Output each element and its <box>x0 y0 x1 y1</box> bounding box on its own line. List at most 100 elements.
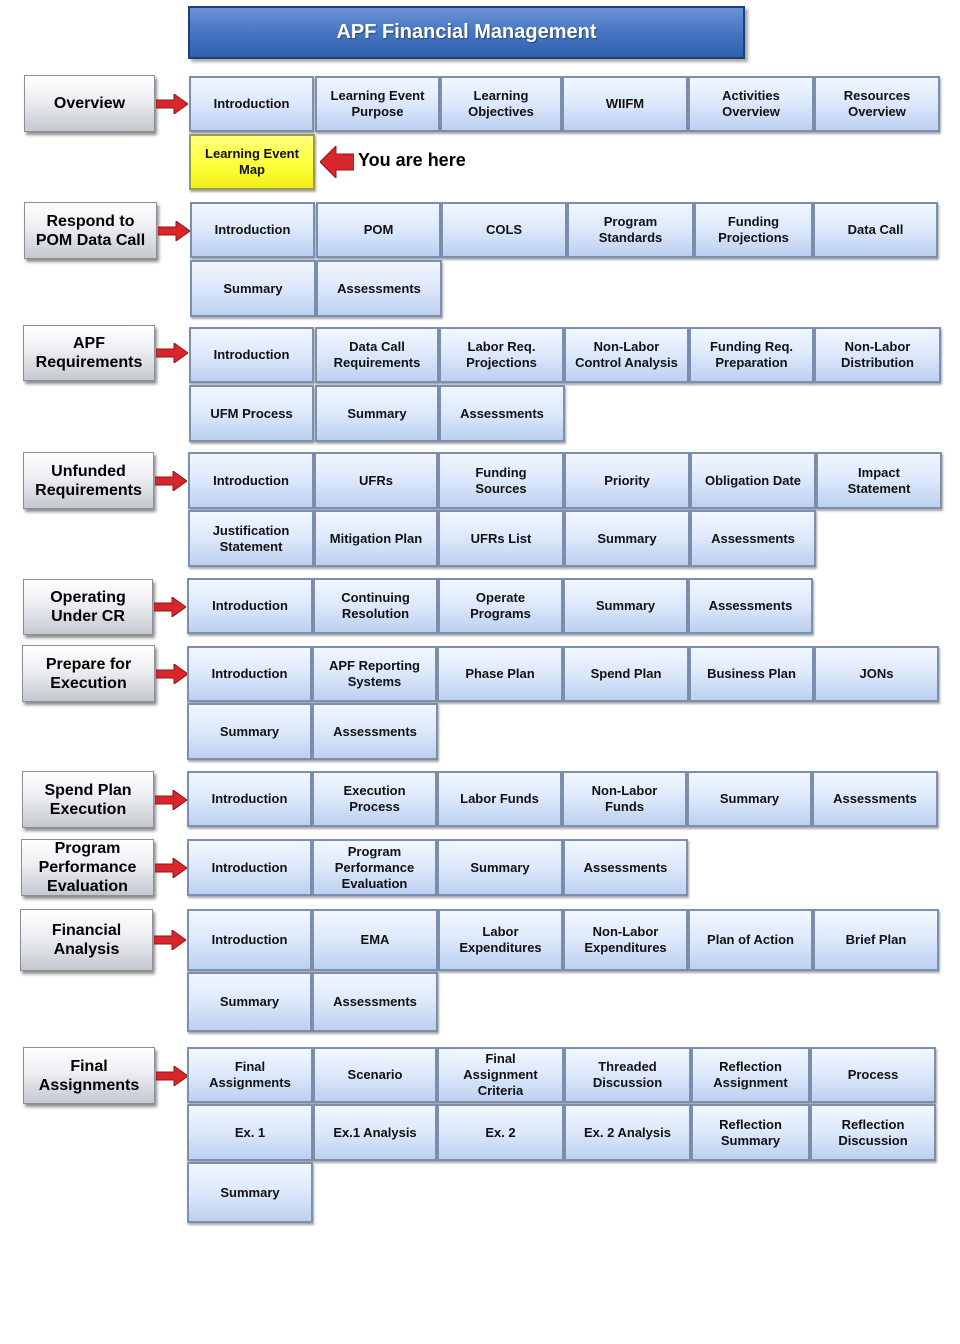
section-apf-requirements[interactable]: APF Requirements <box>23 325 155 381</box>
topic-non-labor-control-analysis[interactable]: Non-Labor Control Analysis <box>564 327 689 383</box>
topic-introduction[interactable]: Introduction <box>188 452 314 509</box>
topic-introduction[interactable]: Introduction <box>189 327 314 383</box>
topic-program-standards[interactable]: Program Standards <box>567 202 694 258</box>
topic-assessments[interactable]: Assessments <box>439 385 565 442</box>
topic-reflection-assignment[interactable]: Reflection Assignment <box>691 1047 810 1103</box>
topic-summary[interactable]: Summary <box>687 771 812 827</box>
topic-ufrs-list[interactable]: UFRs List <box>438 510 564 567</box>
topic-threaded-discussion[interactable]: Threaded Discussion <box>564 1047 691 1103</box>
topic-mitigation-plan[interactable]: Mitigation Plan <box>314 510 438 567</box>
topic-final-assignments[interactable]: Final Assignments <box>187 1047 313 1103</box>
topic-assessments[interactable]: Assessments <box>563 839 688 896</box>
section-financial-analysis[interactable]: Financial Analysis <box>20 909 153 971</box>
topic-resources-overview[interactable]: Resources Overview <box>814 76 940 132</box>
topic-obligation-date[interactable]: Obligation Date <box>690 452 816 509</box>
right-arrow-icon <box>158 220 190 241</box>
section-final-assignments[interactable]: Final Assignments <box>23 1047 155 1104</box>
topic-introduction[interactable]: Introduction <box>187 578 313 634</box>
topic-introduction[interactable]: Introduction <box>187 909 312 971</box>
section-respond-to-pom-data-call[interactable]: Respond to POM Data Call <box>24 202 157 259</box>
topic-summary[interactable]: Summary <box>187 972 312 1032</box>
topic-justification-statement[interactable]: Justification Statement <box>188 510 314 567</box>
topic-introduction[interactable]: Introduction <box>187 646 312 702</box>
right-arrow-icon <box>156 663 188 684</box>
section-spend-plan-execution[interactable]: Spend Plan Execution <box>22 771 154 828</box>
topic-activities-overview[interactable]: Activities Overview <box>688 76 814 132</box>
topic-assessments[interactable]: Assessments <box>690 510 816 567</box>
topic-introduction[interactable]: Introduction <box>187 839 312 896</box>
topic-labor-funds[interactable]: Labor Funds <box>437 771 562 827</box>
topic-reflection-discussion[interactable]: Reflection Discussion <box>810 1104 936 1161</box>
topic-summary[interactable]: Summary <box>564 510 690 567</box>
right-arrow-icon <box>156 93 188 114</box>
topic-labor-req-projections[interactable]: Labor Req. Projections <box>439 327 564 383</box>
topic-ema[interactable]: EMA <box>312 909 438 971</box>
right-arrow-icon <box>156 343 188 363</box>
topic-labor-expenditures[interactable]: Labor Expenditures <box>438 909 563 971</box>
page-title: APF Financial Management <box>188 6 745 59</box>
topic-funding-req-preparation[interactable]: Funding Req. Preparation <box>689 327 814 383</box>
topic-ex-1[interactable]: Ex. 1 <box>187 1104 313 1161</box>
topic-summary[interactable]: Summary <box>187 1162 313 1223</box>
topic-learning-event-map[interactable]: Learning Event Map <box>189 134 315 190</box>
topic-priority[interactable]: Priority <box>564 452 690 509</box>
topic-summary[interactable]: Summary <box>190 260 316 317</box>
topic-non-labor-distribution[interactable]: Non-Labor Distribution <box>814 327 941 383</box>
right-arrow-icon <box>155 470 187 491</box>
section-prepare-for-execution[interactable]: Prepare for Execution <box>22 645 155 702</box>
topic-process[interactable]: Process <box>810 1047 936 1103</box>
topic-introduction[interactable]: Introduction <box>189 76 314 132</box>
topic-summary[interactable]: Summary <box>315 385 439 442</box>
you-are-here-arrow-icon <box>320 146 354 178</box>
topic-wiifm[interactable]: WIIFM <box>562 76 688 132</box>
you-are-here-label: You are here <box>358 150 466 170</box>
section-program-performance-evaluation[interactable]: Program Performance Evaluation <box>21 839 154 896</box>
topic-non-labor-funds[interactable]: Non-Labor Funds <box>562 771 687 827</box>
topic-ufrs[interactable]: UFRs <box>314 452 438 509</box>
topic-apf-reporting-systems[interactable]: APF Reporting Systems <box>312 646 437 702</box>
topic-spend-plan[interactable]: Spend Plan <box>563 646 689 702</box>
topic-funding-sources[interactable]: Funding Sources <box>438 452 564 509</box>
right-arrow-icon <box>155 789 187 810</box>
topic-ufm-process[interactable]: UFM Process <box>189 385 314 442</box>
topic-data-call-requirements[interactable]: Data Call Requirements <box>315 327 439 383</box>
topic-plan-of-action[interactable]: Plan of Action <box>688 909 813 971</box>
topic-assessments[interactable]: Assessments <box>312 703 438 760</box>
topic-brief-plan[interactable]: Brief Plan <box>813 909 939 971</box>
topic-ex-2-analysis[interactable]: Ex. 2 Analysis <box>564 1104 691 1161</box>
topic-phase-plan[interactable]: Phase Plan <box>437 646 563 702</box>
topic-funding-projections[interactable]: Funding Projections <box>694 202 813 258</box>
topic-introduction[interactable]: Introduction <box>190 202 315 258</box>
topic-continuing-resolution[interactable]: Continuing Resolution <box>313 578 438 634</box>
topic-introduction[interactable]: Introduction <box>187 771 312 827</box>
topic-assessments[interactable]: Assessments <box>812 771 938 827</box>
topic-summary[interactable]: Summary <box>187 703 312 760</box>
topic-final-assignment-criteria[interactable]: Final Assignment Criteria <box>437 1047 564 1103</box>
topic-program-performance-evaluation[interactable]: Program Performance Evaluation <box>312 839 437 896</box>
topic-summary[interactable]: Summary <box>563 578 688 634</box>
topic-pom[interactable]: POM <box>316 202 441 258</box>
topic-reflection-summary[interactable]: Reflection Summary <box>691 1104 810 1161</box>
topic-summary[interactable]: Summary <box>437 839 563 896</box>
topic-assessments[interactable]: Assessments <box>688 578 813 634</box>
topic-cols[interactable]: COLS <box>441 202 567 258</box>
section-unfunded-requirements[interactable]: Unfunded Requirements <box>23 452 154 509</box>
topic-ex-2[interactable]: Ex. 2 <box>437 1104 564 1161</box>
right-arrow-icon <box>156 1065 188 1086</box>
section-overview[interactable]: Overview <box>24 75 155 132</box>
topic-scenario[interactable]: Scenario <box>313 1047 437 1103</box>
right-arrow-icon <box>154 930 186 950</box>
topic-non-labor-expenditures[interactable]: Non-Labor Expenditures <box>563 909 688 971</box>
topic-jons[interactable]: JONs <box>814 646 939 702</box>
topic-impact-statement[interactable]: Impact Statement <box>816 452 942 509</box>
topic-execution-process[interactable]: Execution Process <box>312 771 437 827</box>
topic-operate-programs[interactable]: Operate Programs <box>438 578 563 634</box>
topic-learning-objectives[interactable]: Learning Objectives <box>440 76 562 132</box>
topic-assessments[interactable]: Assessments <box>312 972 438 1032</box>
topic-assessments[interactable]: Assessments <box>316 260 442 317</box>
topic-data-call[interactable]: Data Call <box>813 202 938 258</box>
topic-business-plan[interactable]: Business Plan <box>689 646 814 702</box>
section-operating-under-cr[interactable]: Operating Under CR <box>23 579 153 635</box>
topic-learning-event-purpose[interactable]: Learning Event Purpose <box>315 76 440 132</box>
topic-ex-1-analysis[interactable]: Ex.1 Analysis <box>313 1104 437 1161</box>
